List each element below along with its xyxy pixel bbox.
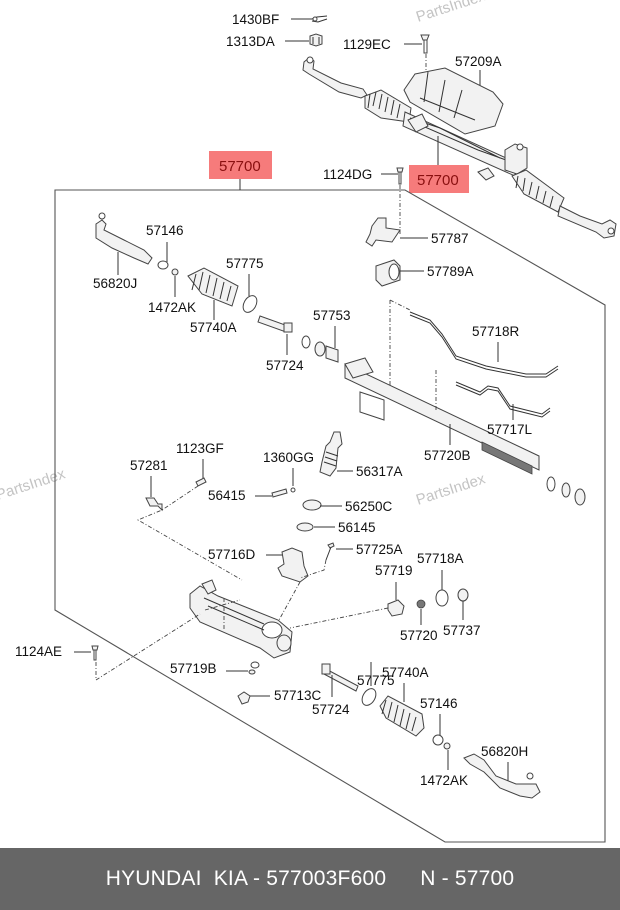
part-1472AK-right[interactable]: 1472AK [420, 742, 468, 788]
part-57717L[interactable]: 57717L [455, 381, 551, 437]
label-57724-left: 57724 [266, 358, 304, 373]
label-57718A: 57718A [417, 551, 464, 566]
label-57787: 57787 [431, 231, 469, 246]
label-57740A-right: 57740A [382, 665, 429, 680]
part-1313DA[interactable]: 1313DA [226, 33, 323, 49]
part-57724-left[interactable]: 57724 [257, 315, 304, 373]
label-57718R: 57718R [472, 324, 520, 339]
label-1313DA: 1313DA [226, 34, 275, 49]
part-57146-left[interactable]: 57146 [146, 223, 184, 270]
label-56317A: 56317A [356, 464, 403, 479]
label-56145: 56145 [338, 520, 376, 535]
part-57700-main[interactable]: 57700 [209, 151, 272, 190]
part-1123GF[interactable]: 1123GF [136, 441, 243, 581]
footer-brand-part-number: HYUNDAI KIA - 577003F600 [105, 867, 387, 890]
part-57775-left[interactable]: 57775 [226, 256, 264, 315]
part-56415[interactable]: 56415 [208, 488, 288, 503]
part-57719[interactable]: 57719 [289, 563, 413, 629]
label-57717L: 57717L [487, 422, 533, 437]
part-57716D[interactable]: 57716D [208, 547, 309, 641]
label-57146-right: 57146 [420, 696, 458, 711]
part-1430BF[interactable]: 1430BF [232, 12, 328, 27]
part-56317A[interactable]: 56317A [319, 431, 403, 479]
label-57725A: 57725A [356, 542, 403, 557]
part-57720B[interactable]: 57720B [344, 357, 586, 506]
part-57718R[interactable]: 57718R [409, 311, 559, 378]
parts-diagram: PartsIndex PartsIndex PartsIndex 1430BF … [0, 0, 617, 843]
part-57787[interactable]: 57787 [365, 217, 469, 247]
part-57146-right[interactable]: 57146 [420, 696, 458, 746]
part-57753[interactable]: 57753 [301, 308, 351, 363]
part-56820H[interactable]: 56820H [463, 744, 541, 799]
footer-caption: HYUNDAI KIA - 577003F600 N - 57700 [0, 848, 620, 910]
label-1123GF: 1123GF [176, 441, 224, 456]
part-57740A-left[interactable]: 57740A [187, 267, 239, 335]
part-1472AK-left[interactable]: 1472AK [148, 268, 196, 315]
label-57720B: 57720B [424, 448, 471, 463]
label-1124DG: 1124DG [323, 167, 372, 182]
part-57724-right[interactable]: 57724 [312, 663, 359, 717]
footer-reference-number: N - 57700 [420, 867, 515, 890]
exploded-frame [54, 189, 606, 843]
part-57725A[interactable]: 57725A [299, 542, 403, 579]
part-57700-top[interactable]: 57700 [409, 136, 469, 193]
label-1472AK-left: 1472AK [148, 300, 196, 315]
label-57719B: 57719B [170, 661, 217, 676]
part-56820J[interactable]: 56820J [93, 212, 153, 291]
label-57740A-left: 57740A [190, 320, 237, 335]
part-57281[interactable]: 57281 [130, 458, 168, 512]
label-57724-right: 57724 [312, 702, 350, 717]
label-57775-right: 57775 [357, 673, 395, 688]
gear-housing-illustration [189, 579, 293, 659]
part-1124DG[interactable]: 1124DG [323, 167, 404, 185]
label-1430BF: 1430BF [232, 12, 279, 27]
label-57700-top: 57700 [417, 172, 459, 189]
part-1124AE[interactable]: 1124AE [15, 613, 201, 681]
label-57713C: 57713C [274, 688, 322, 703]
label-57775-left: 57775 [226, 256, 264, 271]
exploded-view: 57700 56820J 57146 1472AK 57740A [15, 151, 606, 843]
label-56250C: 56250C [345, 499, 393, 514]
label-57700-main: 57700 [219, 158, 261, 175]
label-1360GG: 1360GG [263, 450, 314, 465]
label-57789A: 57789A [427, 264, 474, 279]
label-57719: 57719 [375, 563, 413, 578]
part-56145[interactable]: 56145 [296, 520, 376, 535]
label-1124AE: 1124AE [15, 644, 62, 659]
part-57737[interactable]: 57737 [443, 588, 481, 638]
part-57209A[interactable]: 57209A [403, 54, 504, 135]
label-57209A: 57209A [455, 54, 502, 69]
watermark: PartsIndex [414, 0, 488, 26]
part-57718A[interactable]: 57718A [417, 551, 464, 607]
label-57146-left: 57146 [146, 223, 184, 238]
label-57737: 57737 [443, 623, 481, 638]
label-56820J: 56820J [93, 276, 137, 291]
label-57753: 57753 [313, 308, 351, 323]
part-57775-right[interactable]: 57775 [357, 662, 395, 708]
watermark: PartsIndex [0, 465, 68, 503]
watermark: PartsIndex [414, 470, 488, 508]
part-57789A[interactable]: 57789A [375, 259, 474, 287]
label-1129EC: 1129EC [343, 37, 391, 52]
label-57281: 57281 [130, 458, 168, 473]
label-56820H: 56820H [481, 744, 528, 759]
part-57740A-right[interactable]: 57740A [379, 665, 429, 737]
label-57720: 57720 [400, 628, 438, 643]
part-57720[interactable]: 57720 [400, 599, 438, 643]
label-57716D: 57716D [208, 547, 256, 562]
part-56250C[interactable]: 56250C [302, 499, 393, 514]
rack-assembly-illustration [302, 56, 617, 239]
part-57713C[interactable]: 57713C [237, 688, 322, 705]
label-1472AK-right: 1472AK [420, 773, 468, 788]
part-1129EC[interactable]: 1129EC [343, 34, 430, 73]
top-assembly: 1430BF 1313DA 1129EC 57209A [226, 12, 617, 239]
part-57719B[interactable]: 57719B [170, 661, 260, 676]
part-1360GG[interactable]: 1360GG [263, 450, 314, 493]
label-56415: 56415 [208, 488, 246, 503]
